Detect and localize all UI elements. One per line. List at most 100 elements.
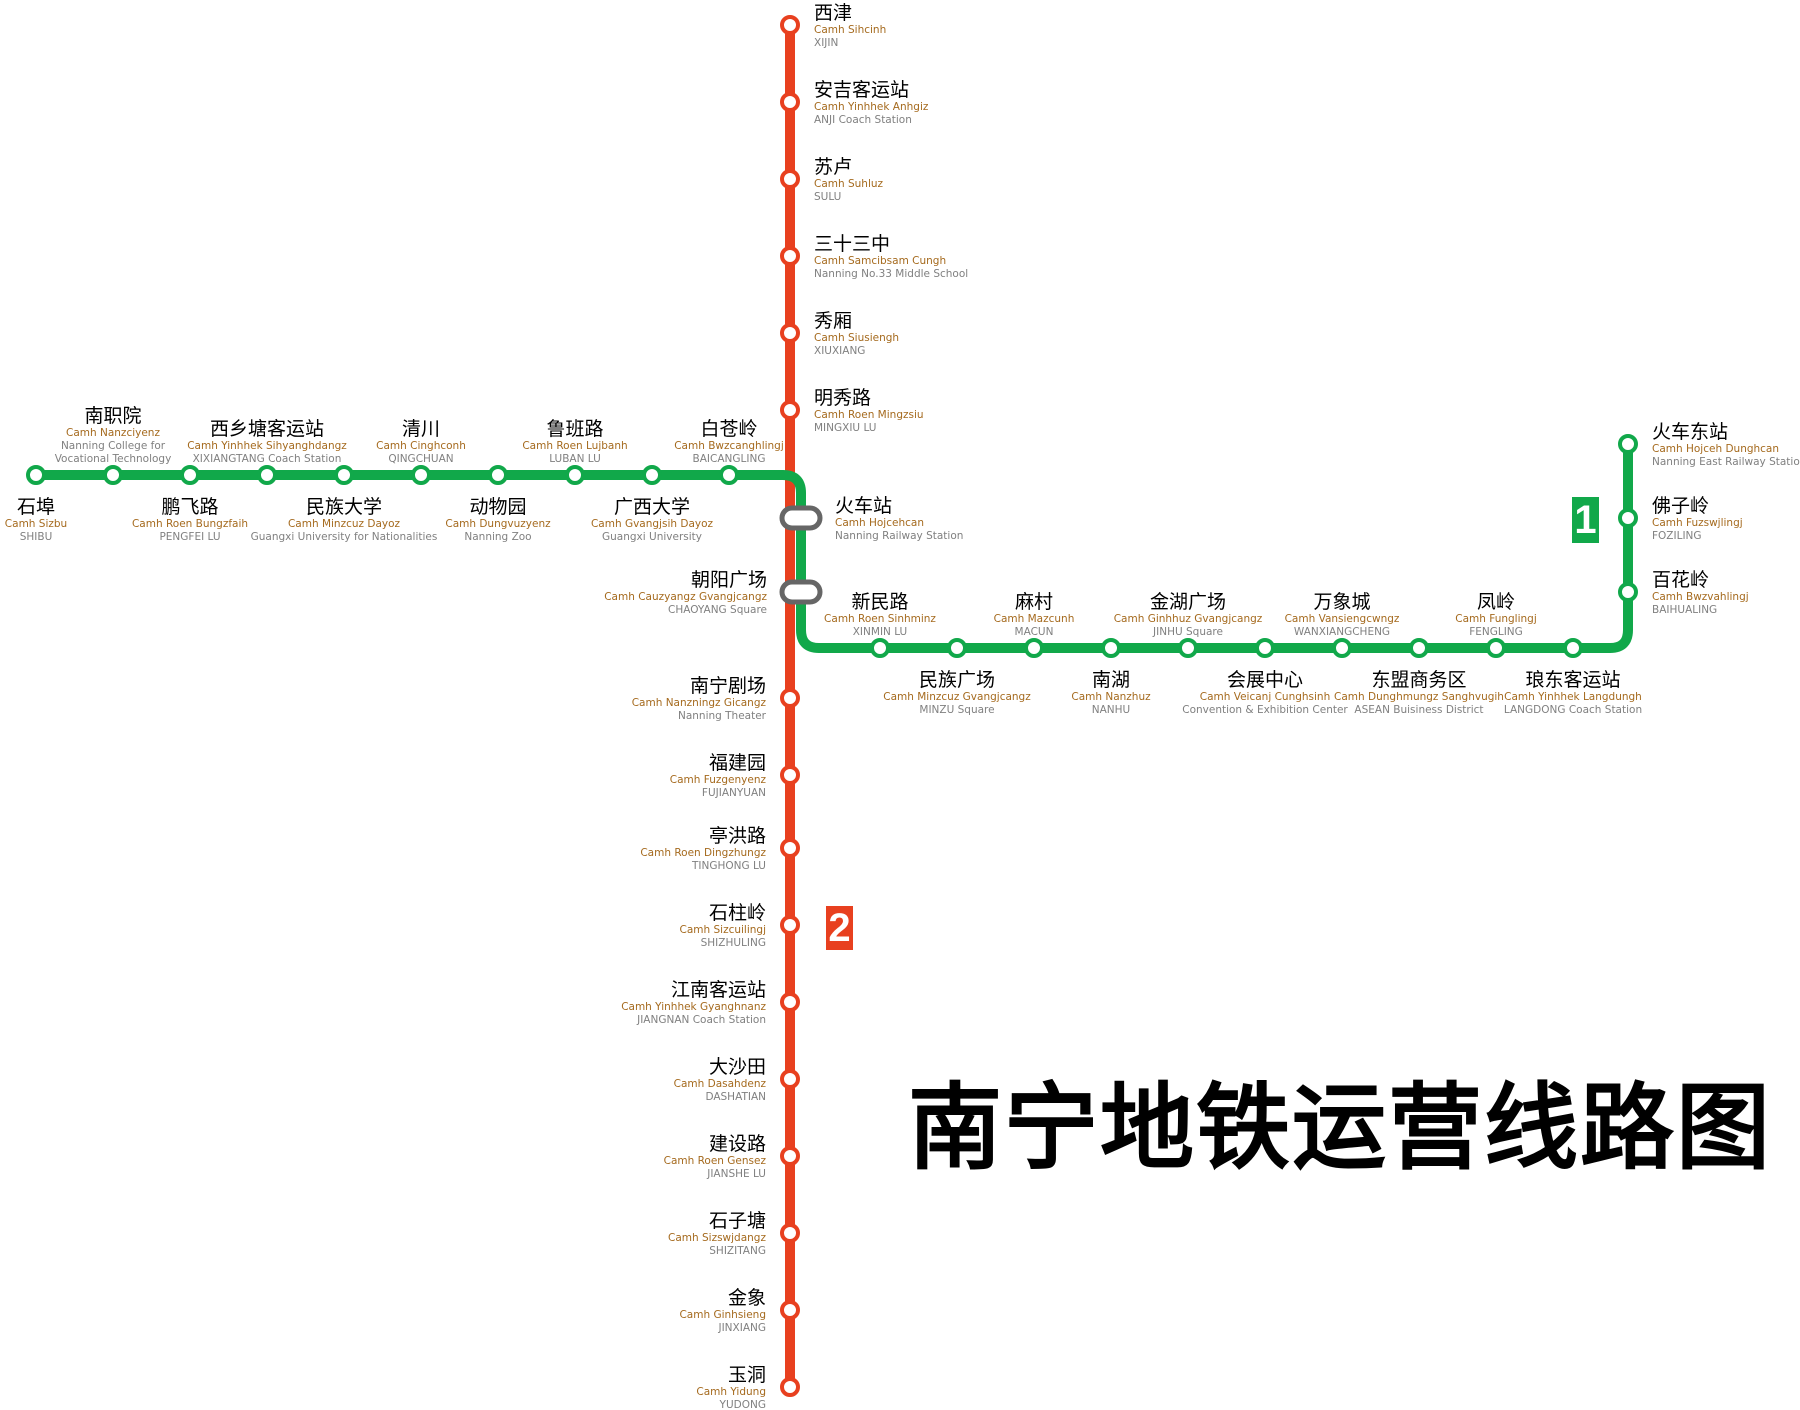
station-marker[interactable] (180, 465, 200, 485)
station-marker[interactable] (1618, 582, 1638, 602)
station-marker[interactable] (1486, 638, 1506, 658)
station-marker[interactable] (488, 465, 508, 485)
station-marker[interactable] (334, 465, 354, 485)
station-name-zh: 玉洞 (728, 1364, 766, 1386)
station-name-en: SULU (814, 191, 841, 203)
station-name-zh: 福建园 (709, 752, 766, 774)
station-name-zhuang: Camh Sizbu (5, 518, 67, 530)
line-1-badge[interactable]: 1 (1574, 498, 1597, 542)
station-name-zh: 清川 (402, 418, 440, 440)
station-marker[interactable] (1255, 638, 1275, 658)
station-name-zh: 新民路 (851, 591, 908, 613)
station-marker[interactable] (780, 1300, 800, 1320)
line-2-badge[interactable]: 2 (828, 906, 851, 950)
station-marker[interactable] (780, 15, 800, 35)
station-marker[interactable] (947, 638, 967, 658)
station-name-en: FUJIANYUAN (702, 787, 766, 799)
station-marker[interactable] (719, 465, 739, 485)
station-marker[interactable] (411, 465, 431, 485)
station-marker[interactable] (780, 915, 800, 935)
station-marker[interactable] (1618, 434, 1638, 454)
station-marker[interactable] (565, 465, 585, 485)
station-marker[interactable] (780, 246, 800, 266)
station-marker[interactable] (780, 838, 800, 858)
station-name-en: Nanning East Railway Station (1652, 456, 1800, 468)
station-name-en: NANHU (1092, 704, 1130, 716)
interchange-marker[interactable] (779, 505, 823, 531)
station-marker[interactable] (780, 1377, 800, 1397)
station-marker[interactable] (780, 992, 800, 1012)
station-marker[interactable] (780, 400, 800, 420)
station-marker[interactable] (780, 169, 800, 189)
station-marker[interactable] (1101, 638, 1121, 658)
station-marker[interactable] (780, 1146, 800, 1166)
station-name-zh: 民族广场 (919, 669, 995, 691)
station-marker[interactable] (780, 765, 800, 785)
station-marker[interactable] (780, 1223, 800, 1243)
station-marker[interactable] (103, 465, 123, 485)
station-marker[interactable] (1563, 638, 1583, 658)
station-marker[interactable] (1618, 508, 1638, 528)
station-marker[interactable] (26, 465, 46, 485)
station-marker[interactable] (1332, 638, 1352, 658)
station-name-zh: 江南客运站 (671, 979, 766, 1001)
station-marker[interactable] (780, 1069, 800, 1089)
station-marker[interactable] (870, 638, 890, 658)
station-name-zh: 石子塘 (709, 1210, 766, 1232)
station-name-zhuang: Camh Minzcuz Gvangjcangz (883, 691, 1031, 703)
station-name-en: XINMIN LU (853, 626, 908, 638)
station-marker[interactable] (780, 92, 800, 112)
station-marker[interactable] (780, 688, 800, 708)
station-marker[interactable] (1024, 638, 1044, 658)
station-marker[interactable] (642, 465, 662, 485)
station-marker[interactable] (1178, 638, 1198, 658)
interchange-marker[interactable] (779, 579, 823, 605)
station-name-zh: 三十三中 (814, 233, 890, 255)
station-marker[interactable] (780, 323, 800, 343)
station-marker[interactable] (1409, 638, 1429, 658)
station-marker[interactable] (257, 465, 277, 485)
